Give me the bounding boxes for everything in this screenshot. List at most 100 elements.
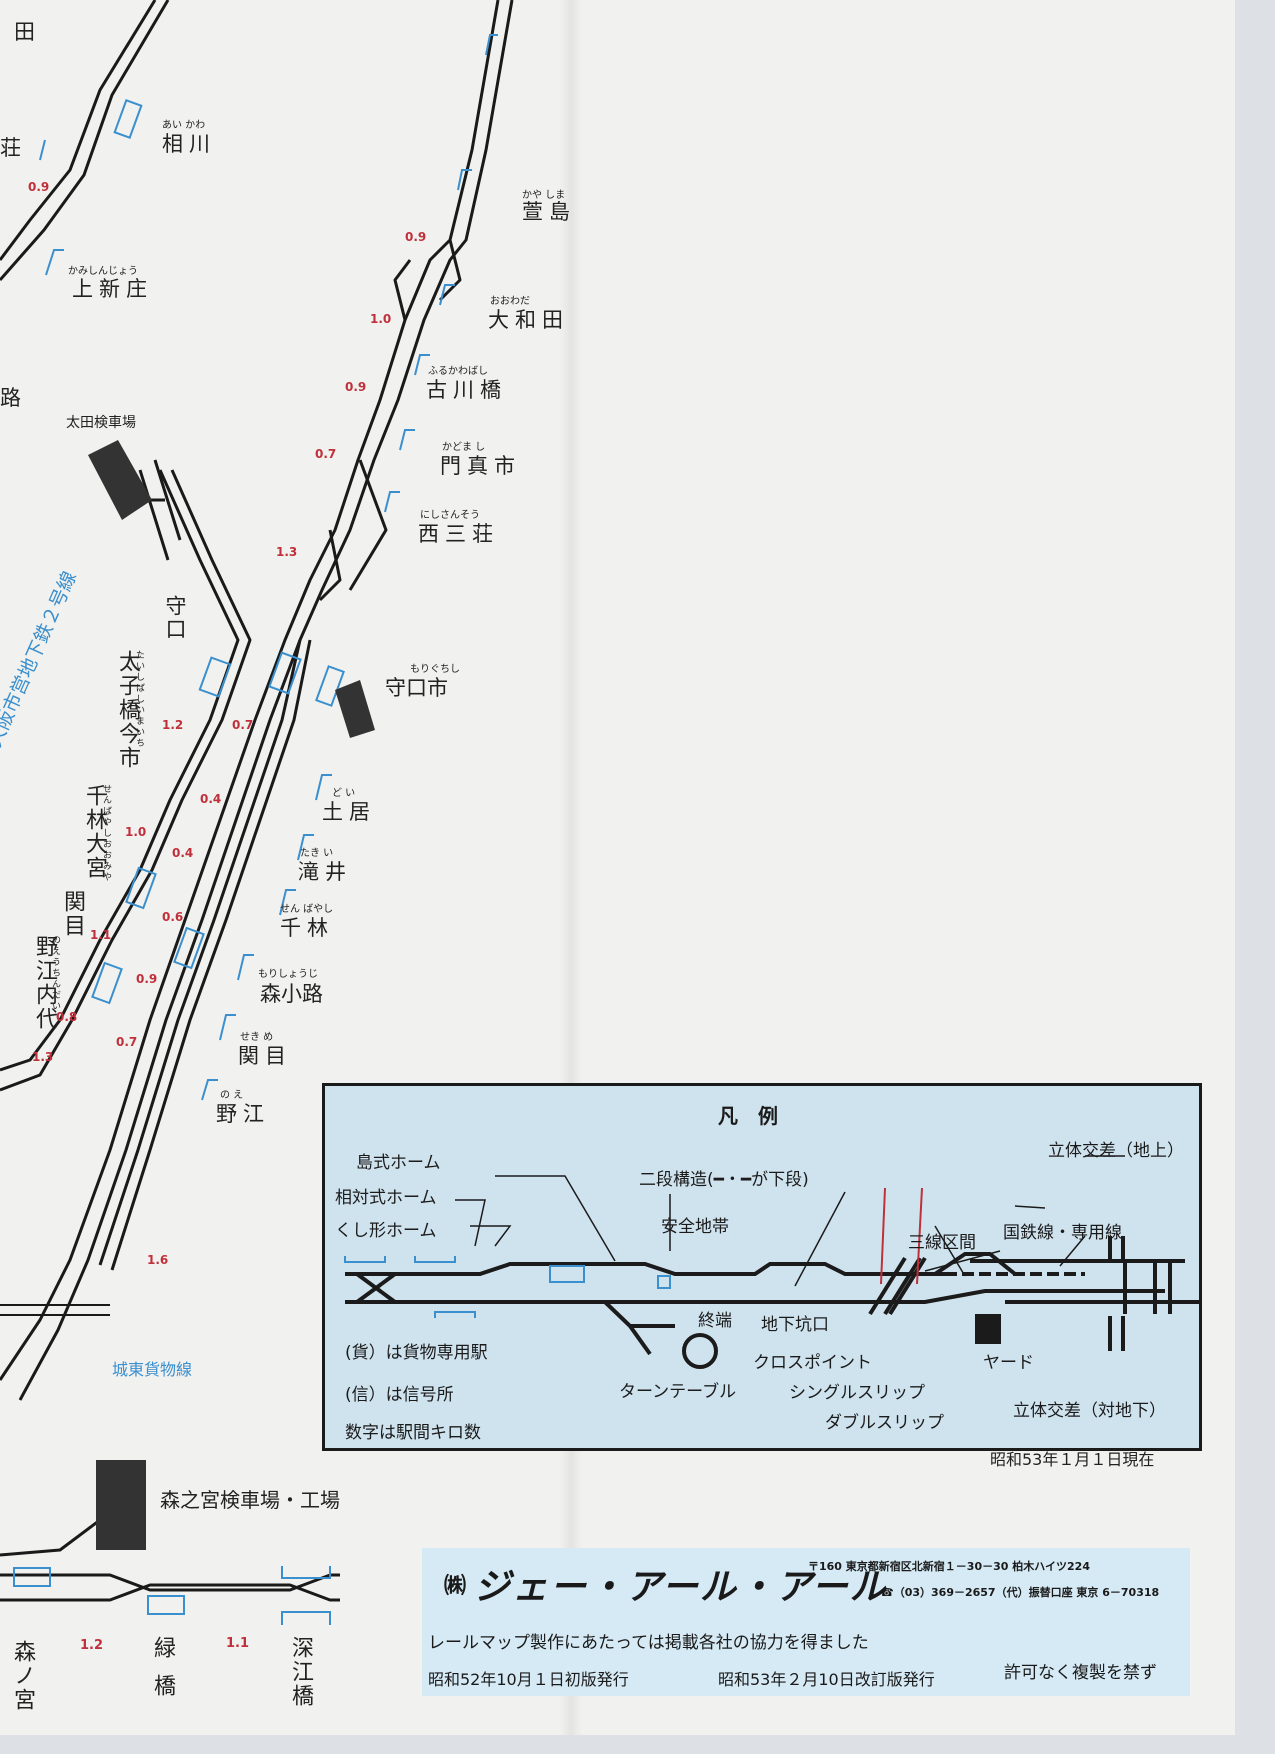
station-owada: 大和田 [488,308,569,332]
ruby-kayashima: かや しま [522,190,566,201]
km-r-5: 0.7 [232,718,254,732]
legend-terminus: 終端 [698,1311,732,1331]
km-r-2: 0.9 [345,380,367,394]
company-prefix: ㈱ [444,1574,467,1599]
track-right-branch [318,239,462,602]
km-l-3: 1.1 [90,928,112,942]
freight-line-label: 城東貨物線 [112,1360,193,1379]
morinomiya-works-label: 森之宮検車場・工場 [160,1488,340,1512]
km-b-1: 1.1 [226,1636,250,1651]
station-sekime-left: 関目 [60,890,85,938]
station-sekime: 関目 [238,1044,292,1068]
km-r-4: 1.3 [276,545,298,559]
ota-depot-block [88,440,152,520]
track-right-3 [98,639,302,1266]
legend-grade-sep-subway: 立体交差（対地下） [1013,1401,1166,1421]
platform-moriguchishi-a [268,651,302,695]
station-left-ta: 田 [14,20,41,44]
platform-marks-right [201,34,498,1101]
legend-three-track: 三線区間 [908,1233,976,1253]
legend-opposite-platform: 相対式ホーム [335,1188,437,1208]
platform-morinomiya [13,1567,51,1587]
ruby-taishibashiimaichi: たいしばしいまいち [134,650,144,749]
legend-freight-note: (貨）は貨物専用駅 [345,1343,488,1363]
as-of-date: 昭和53年１月１日現在 [990,1450,1155,1469]
legend-signal-note: (信）は信号所 [345,1385,454,1405]
track-left-1 [0,0,157,261]
station-noeuchindai: 野江内代 [32,935,57,1031]
ruby-senbayashiomiya: せんばやしおおみや [101,784,111,883]
km-l-5: 1.3 [32,1050,54,1064]
ruby-noe: の え [220,1090,244,1101]
platform-moriguchishi-b [315,665,345,707]
ruby-moriguchishi: もりぐちし [410,664,460,675]
station-noe: 野江 [216,1102,270,1126]
station-takii: 滝井 [298,860,352,884]
ruby-takii: たき い [300,848,334,859]
ruby-noeuchindai: のえうちんだい [50,935,60,1012]
legend-symbols [344,1155,1199,1369]
station-kamishinjo: 上新庄 [72,277,153,301]
station-doi: 土居 [322,800,376,824]
km-r-7: 0.4 [172,846,194,860]
legend-tunnel-portal: 地下坑口 [761,1315,829,1335]
ruby-kadomashi: かどま し [442,442,486,453]
platform-marks-left [39,139,64,276]
ota-depot-label: 太田検車場 [66,415,136,431]
station-senbayashiomiya: 千林大宮 [82,784,107,880]
ruby-morishoji: もりしょうじ [258,969,318,980]
track-left-4 [0,469,252,1092]
km-r-10: 0.7 [116,1035,138,1049]
ruby-senbayashi: せん ばやし [280,904,334,915]
company-phone: ☎（03）369－2657（代）振替口座 東京 6－70318 [880,1586,1160,1599]
company-logo: ジェー・アール・アール [474,1567,888,1608]
station-kadomashi: 門真市 [440,454,521,478]
station-taishibashiimaichi: 太子橋今市 [115,650,140,770]
km-l-0: 0.9 [28,180,50,194]
station-morishoji: 森小路 [260,982,323,1006]
km-l-2: 1.0 [125,825,147,839]
legend-crosspoint: クロスポイント [753,1353,872,1373]
ruby-nishisanso: にしさんそう [420,510,480,521]
station-furukawabashi: 古川橋 [426,378,507,402]
km-b-0: 1.2 [80,1638,104,1653]
platform-senbayashi [173,926,205,970]
freight-line [0,1304,110,1316]
km-r-8: 0.6 [162,910,184,924]
station-kayashima: 萱島 [522,200,576,224]
station-fukaebashi: 深江橋 [288,1636,313,1708]
legend-turntable: ターンテーブル [619,1382,737,1402]
legend-comb-platform: くし形ホーム [335,1221,437,1241]
km-r-11: 1.6 [147,1253,169,1267]
station-morinomiya: 森ノ宮 [10,1640,35,1712]
ruby-furukawabashi: ふるかわばし [428,366,488,377]
ruby-aikawa: あい かわ [162,120,206,131]
legend-two-level: 二段構造(━・━が下段) [639,1170,809,1190]
station-aikawa: 相川 [162,132,216,156]
copyright-note: 許可なく複製を禁ず [1004,1663,1157,1683]
station-moriguchishi: 守口市 [385,676,448,700]
platform-nojinaidai [91,961,123,1005]
morinomiya-works-block [96,1460,146,1550]
map-sheet: 萱島 かや しま 大和田 おおわだ 古川橋 ふるかわばし 門真市 かどま し 西… [0,0,1235,1735]
station-midoribashi: 緑橋 [150,1636,175,1712]
track-right-1 [0,0,500,1381]
legend-jnr-private: 国鉄線・専用線 [1003,1223,1122,1243]
track-right-4 [110,639,312,1271]
revised-edition: 昭和53年２月10日改訂版発行 [718,1670,935,1689]
track-left-3 [0,469,240,1072]
legend-island-platform: 島式ホーム [356,1153,441,1173]
ruby-doi: ど い [332,788,356,799]
station-nishisanso: 西三荘 [418,522,499,546]
legend-single-slip: シングルスリップ [789,1383,925,1403]
ruby-sekime: せき め [240,1032,274,1043]
station-left-so: 荘 [0,136,27,160]
km-l-1: 1.2 [162,718,184,732]
legend-double-slip: ダブルスリップ [825,1413,944,1433]
legend-km-note: 数字は駅間キロ数 [345,1423,481,1443]
track-map [0,0,514,1625]
legend-yard: ヤード [983,1353,1034,1373]
km-r-9: 0.9 [136,972,158,986]
ruby-kamishinjo: かみしんじょう [68,266,138,277]
publisher-footer: ㈱ ジェー・アール・アール 〒160 東京都新宿区北新宿１－30－30 柏木ハイ… [422,1548,1190,1696]
